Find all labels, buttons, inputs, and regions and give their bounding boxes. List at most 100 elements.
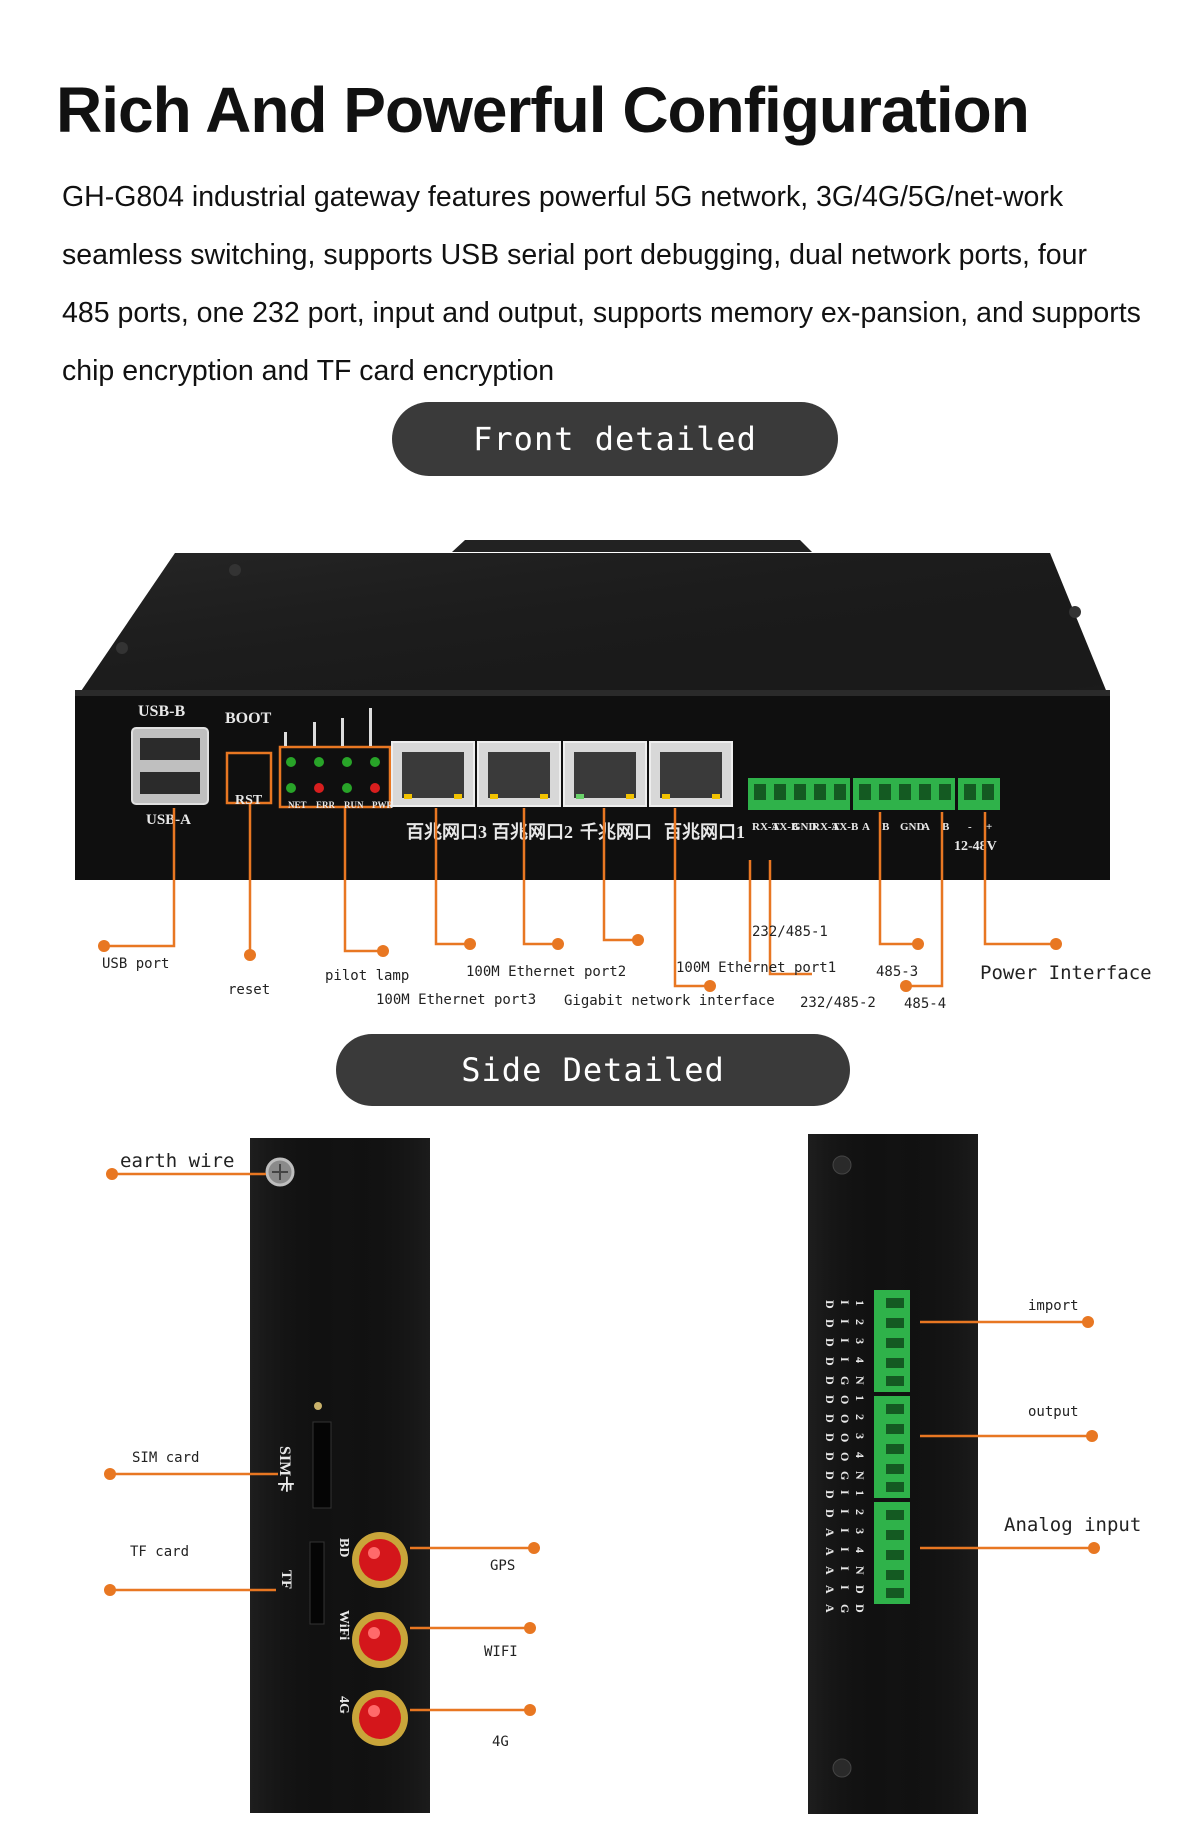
terminal-label-3: GND xyxy=(792,821,817,833)
terminal-label-4: RX-A xyxy=(812,821,840,833)
io-pin-letter: D xyxy=(823,1490,837,1499)
sim-slot[interactable] xyxy=(312,1421,332,1509)
terminal-label-10: B xyxy=(942,821,950,833)
gigabit-cn-label: 千兆网口 xyxy=(580,822,652,842)
terminal-label-1: RX-A xyxy=(752,821,780,833)
rs232-485-2-callout: 232/485-2 xyxy=(800,995,876,1011)
io-terminal-block[interactable] xyxy=(874,1290,910,1604)
io-pin-letter: D xyxy=(823,1471,837,1480)
io-pin-letter: 4 xyxy=(853,1547,867,1553)
front-device: USB-B USB-A BOOT RST NET ERR RUN PWR xyxy=(75,540,1110,880)
io-pin-letter: N xyxy=(853,1471,867,1480)
terminal-label-5: TX-B xyxy=(832,821,859,833)
boot-text: BOOT xyxy=(225,710,272,727)
gigabit-port[interactable] xyxy=(563,741,647,807)
analog-input-callout: Analog input xyxy=(1004,1514,1142,1536)
io-pin-letter: I xyxy=(838,1566,852,1571)
eth3-callout: 100M Ethernet port3 xyxy=(376,992,537,1008)
eth2-callout: 100M Ethernet port2 xyxy=(466,964,627,980)
usb-port-callout: USB port xyxy=(102,956,170,972)
usb-a-text: USB-A xyxy=(146,812,191,828)
io-pin-letter: I xyxy=(838,1547,852,1552)
front-callout-lines xyxy=(104,804,1056,988)
io-pin-letter: 2 xyxy=(853,1319,867,1325)
left-side-device: SIM卡 TF BD WiFi 4G xyxy=(250,1138,430,1813)
terminal-label-6: A xyxy=(862,821,870,833)
tf-card-callout: TF card xyxy=(130,1544,190,1560)
io-pin-letter: I xyxy=(838,1490,852,1495)
io-pin-labels: DDDDDDDDDDDDAAAAAIIIIGOOOOGIIIIIIG1234N1… xyxy=(823,1300,867,1613)
4g-antenna-connector[interactable] xyxy=(352,1690,408,1746)
io-pin-letter: A xyxy=(823,1528,837,1537)
antenna-4g-text: 4G xyxy=(336,1696,351,1714)
io-pin-letter: A xyxy=(823,1585,837,1594)
io-pin-letter: 4 xyxy=(853,1452,867,1458)
serial-terminal-block[interactable] xyxy=(748,778,1000,810)
led-pwr-label: PWR xyxy=(372,800,393,810)
reset-callout: reset xyxy=(228,982,271,998)
io-pin-letter: 4 xyxy=(853,1357,867,1363)
io-pin-letter: A xyxy=(823,1604,837,1613)
rs232-485-1-callout: 232/485-1 xyxy=(752,924,828,940)
sim-slot-text: SIM卡 xyxy=(276,1446,295,1492)
port1-cn-label: 百兆网口1 xyxy=(664,822,745,842)
front-callout-dots xyxy=(98,934,1062,992)
io-pin-letter: G xyxy=(838,1604,852,1613)
io-pin-letter: A xyxy=(823,1547,837,1556)
io-pin-letter: 2 xyxy=(853,1414,867,1420)
right-callout-dots xyxy=(1082,1316,1100,1554)
eth1-callout: 100M Ethernet port1 xyxy=(676,960,837,976)
io-pin-letter: 1 xyxy=(853,1490,867,1496)
io-pin-letter: D xyxy=(823,1509,837,1518)
terminal-label-7: B xyxy=(882,821,890,833)
rs485-3-callout: 485-3 xyxy=(876,964,919,980)
io-pin-letter: 1 xyxy=(853,1300,867,1306)
terminal-label-8: GND xyxy=(900,821,925,833)
io-pin-letter: I xyxy=(838,1319,852,1324)
gps-antenna-connector[interactable] xyxy=(352,1532,408,1588)
tf-slot-text: TF xyxy=(278,1570,294,1589)
output-callout: output xyxy=(1028,1404,1079,1420)
reset-button[interactable] xyxy=(225,751,273,805)
earth-wire-callout: earth wire xyxy=(120,1150,235,1172)
4g-callout: 4G xyxy=(492,1734,509,1750)
io-pin-letter: D xyxy=(823,1338,837,1347)
io-pin-letter: 3 xyxy=(853,1433,867,1439)
led-run-label: RUN xyxy=(344,800,364,810)
right-callout-lines xyxy=(920,1320,1094,1550)
terminal-label-11: - xyxy=(968,821,972,833)
io-pin-letter: O xyxy=(838,1452,852,1461)
ethernet-port-2[interactable] xyxy=(477,741,561,807)
io-pin-letter: D xyxy=(823,1319,837,1328)
io-pin-letter: D xyxy=(823,1414,837,1423)
voltage-text: 12-48V xyxy=(954,839,997,854)
tf-slot[interactable] xyxy=(309,1541,325,1625)
io-pin-letter: G xyxy=(838,1376,852,1385)
io-pin-letter: D xyxy=(823,1433,837,1442)
wifi-antenna-connector[interactable] xyxy=(352,1612,408,1668)
page-title: Rich And Powerful Configuration xyxy=(56,74,1030,146)
io-pin-letter: I xyxy=(838,1509,852,1514)
io-pin-letter: O xyxy=(838,1433,852,1442)
io-pin-letter: O xyxy=(838,1395,852,1404)
terminal-label-12: + xyxy=(986,821,992,833)
antenna-bd-text: BD xyxy=(336,1538,351,1557)
io-pin-letter: I xyxy=(838,1528,852,1533)
io-pin-letter: D xyxy=(823,1300,837,1309)
port3-cn-label: 百兆网口3 xyxy=(406,822,487,842)
io-pin-letter: D xyxy=(823,1376,837,1385)
gps-callout: GPS xyxy=(490,1558,516,1574)
wifi-callout: WIFI xyxy=(484,1644,518,1660)
io-pin-letter: I xyxy=(838,1300,852,1305)
gigabit-callout: Gigabit network interface xyxy=(564,993,775,1009)
io-pin-letter: D xyxy=(853,1585,867,1594)
side-illustration-badge: Side Detailed illustration xyxy=(336,1034,850,1161)
io-pin-letter: G xyxy=(838,1471,852,1480)
io-pin-letter: 3 xyxy=(853,1528,867,1534)
pilot-lamp-callout: pilot lamp xyxy=(325,968,410,984)
left-callout-dots xyxy=(104,1168,540,1716)
ethernet-port-1[interactable] xyxy=(649,741,733,807)
io-pin-letter: D xyxy=(823,1395,837,1404)
ethernet-port-3[interactable] xyxy=(391,741,475,807)
